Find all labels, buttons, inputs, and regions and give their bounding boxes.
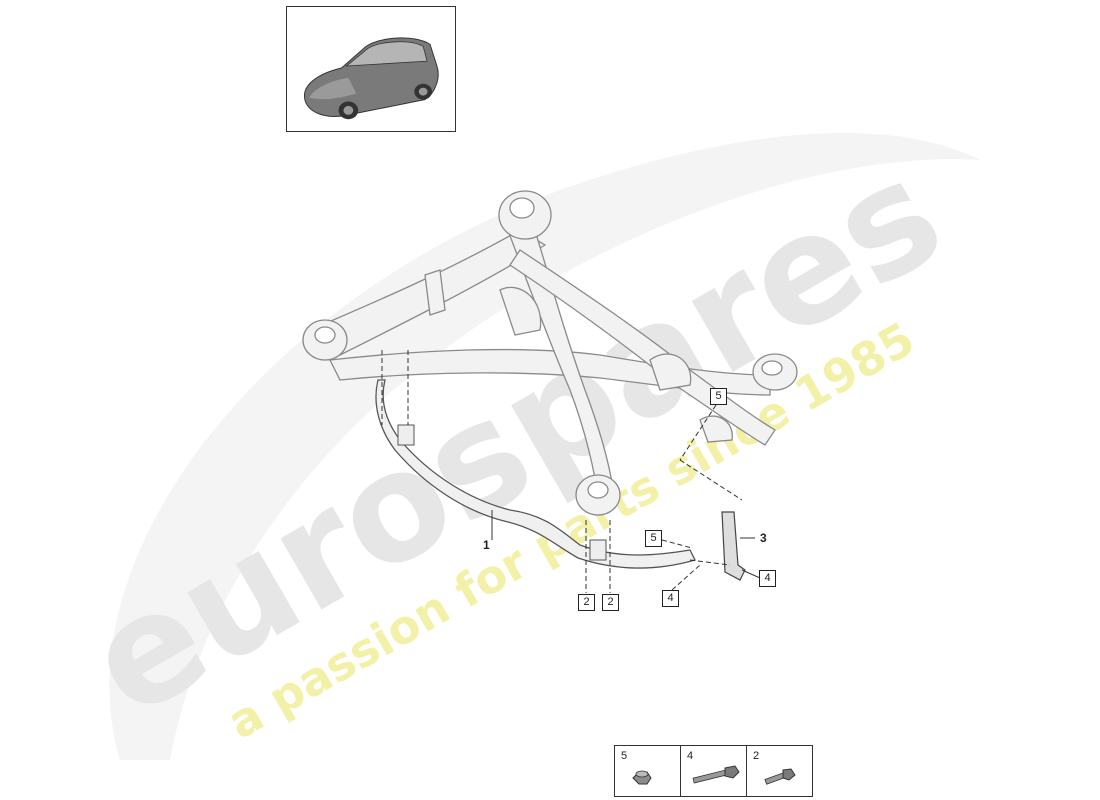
- car-thumbnail-icon: [303, 37, 439, 120]
- nut-icon: [632, 770, 652, 785]
- legend-number: 2: [753, 750, 760, 762]
- callout-5-upper[interactable]: 5: [710, 388, 727, 405]
- legend-number: 5: [621, 750, 628, 762]
- legend-item-long-bolt[interactable]: 4: [681, 746, 747, 796]
- callout-5-lower[interactable]: 5: [645, 530, 662, 547]
- solid-leaders: [491, 510, 761, 579]
- leader-lines: [381, 350, 743, 593]
- vehicle-thumbnail: [286, 6, 456, 132]
- callout-2-right[interactable]: 2: [602, 594, 619, 611]
- hardware-legend: 5 4 2: [614, 745, 813, 797]
- bushing-right: [589, 539, 607, 561]
- long-bolt-icon: [692, 765, 740, 784]
- drop-link: [721, 511, 746, 581]
- legend-item-nut[interactable]: 5: [615, 746, 681, 796]
- stabilizer-bar: [375, 379, 696, 569]
- callout-4-lower[interactable]: 4: [662, 590, 679, 607]
- rear-subframe: [302, 190, 798, 516]
- callout-1[interactable]: 1: [483, 538, 490, 552]
- callout-4-right[interactable]: 4: [759, 570, 776, 587]
- legend-item-short-bolt[interactable]: 2: [747, 746, 812, 796]
- callout-3[interactable]: 3: [760, 531, 767, 545]
- watermark-swoosh: [109, 132, 981, 761]
- short-bolt-icon: [764, 768, 796, 785]
- bushing-left: [397, 424, 415, 446]
- legend-number: 4: [687, 750, 694, 762]
- callout-2-left[interactable]: 2: [578, 594, 595, 611]
